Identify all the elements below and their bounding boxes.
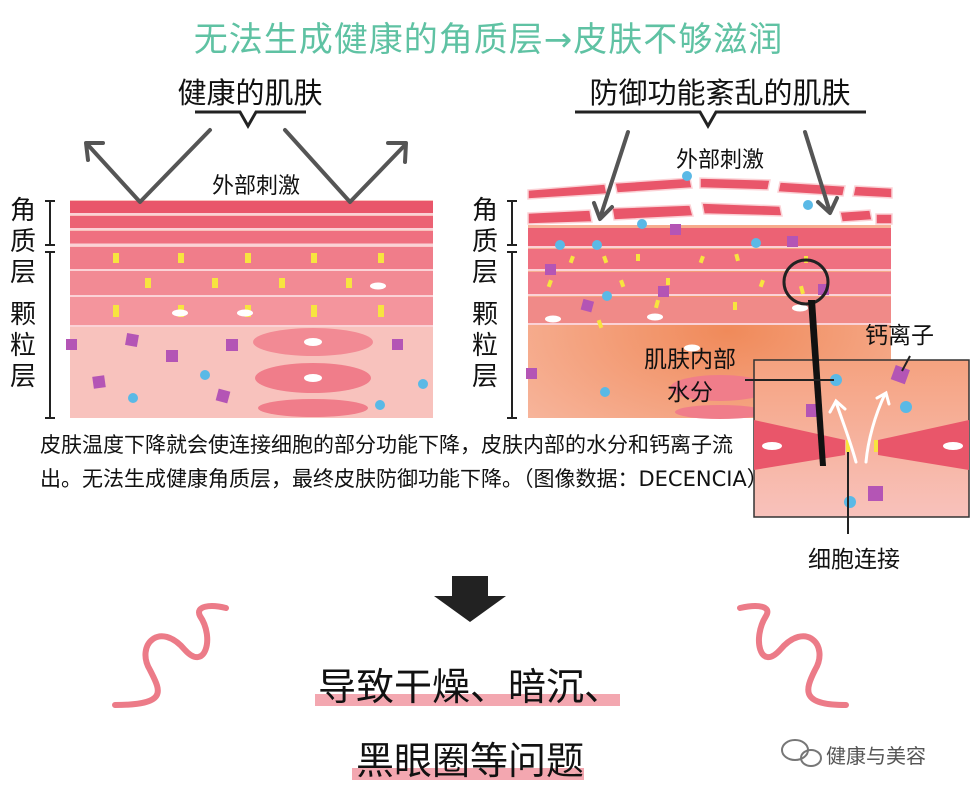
wechat-icon	[781, 739, 822, 767]
result-line-1: 导致干燥、暗沉、	[317, 665, 622, 709]
water-callout: 肌肤内部水分	[644, 347, 736, 406]
healthy-skin-illustration	[45, 128, 433, 419]
right-granular-label: 颗粒层	[471, 300, 498, 392]
right-corneum-label: 角质层	[471, 196, 498, 288]
damaged-skin-label: 防御功能紊乱的肌肤	[589, 76, 851, 110]
result-highlight-1	[315, 694, 620, 706]
junction-callout: 细胞连接	[808, 547, 900, 573]
right-stimulus-label: 外部刺激	[675, 148, 764, 173]
left-corneum-label: 角质层	[9, 196, 36, 288]
down-arrow-icon	[434, 576, 506, 622]
left-stimulus-label: 外部刺激	[211, 174, 300, 199]
healthy-skin-label: 健康的肌肤	[177, 76, 323, 110]
right-squiggle	[737, 603, 849, 708]
damaged-skin-illustration	[507, 130, 970, 534]
result-highlight-2	[352, 768, 584, 780]
page-title: 无法生成健康的角质层→皮肤不够滋润	[193, 20, 784, 60]
watermark: 健康与美容	[826, 744, 926, 768]
left-squiggle	[112, 603, 229, 708]
calcium-callout: 钙离子	[865, 323, 934, 349]
left-granular-label: 颗粒层	[9, 300, 36, 392]
result-line-2: 黑眼圈等问题	[355, 739, 584, 783]
figure-caption: 皮肤温度下降就会使连接细胞的部分功能下降，皮肤内部的水分和钙离子流出。无法生成健…	[40, 433, 768, 491]
